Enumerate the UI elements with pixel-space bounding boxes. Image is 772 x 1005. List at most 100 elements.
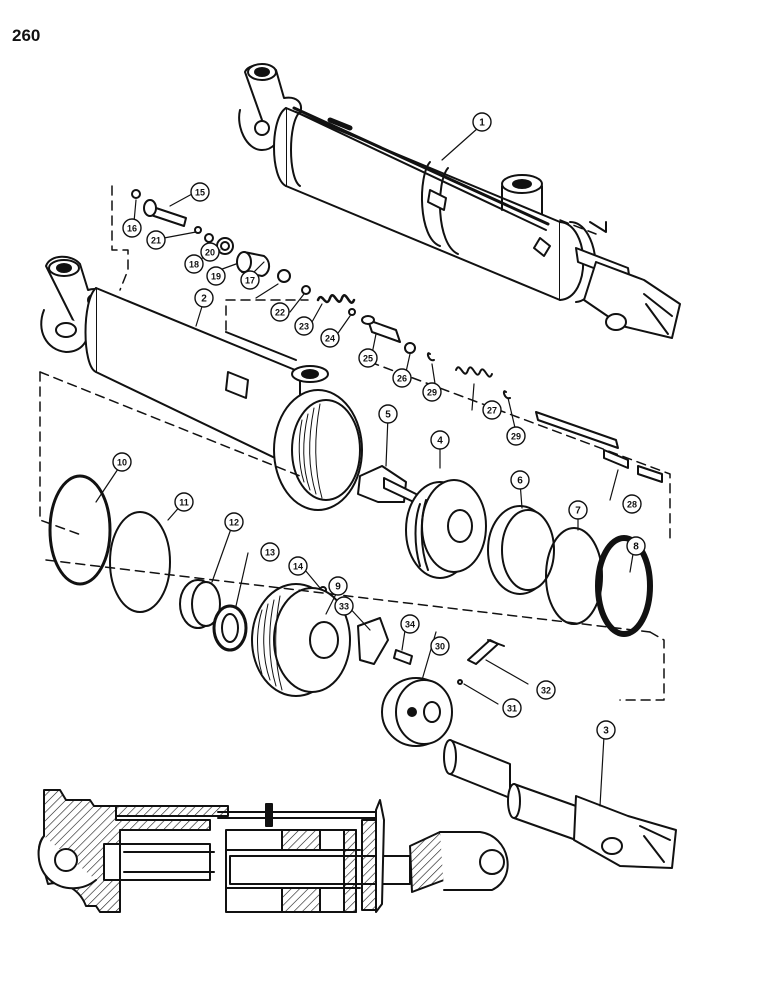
callout-label: 3 [603, 726, 609, 737]
callout-circle [240, 270, 260, 290]
callout-16: 16 [122, 218, 142, 238]
callout-label: 13 [265, 548, 275, 558]
callout-7: 7 [568, 500, 588, 520]
callout-label: 12 [229, 518, 239, 528]
callout-label: 23 [299, 322, 309, 332]
callout-label: 2 [201, 294, 207, 305]
callout-circle [392, 368, 412, 388]
callout-label: 29 [427, 388, 437, 398]
callout-circle [430, 430, 450, 450]
callout-17: 17 [240, 270, 260, 290]
assembled-cylinder [238, 63, 681, 339]
callout-label: 18 [189, 260, 199, 270]
callout-label: 31 [507, 704, 517, 714]
callout-circle [122, 218, 142, 238]
callout-33: 33 [334, 596, 354, 616]
callout-23: 23 [294, 316, 314, 336]
leader-lines [95, 127, 635, 807]
callout-label: 15 [195, 188, 205, 198]
callout-29b: 29 [506, 426, 526, 446]
callout-label: 28 [627, 500, 637, 510]
callout-8: 8 [626, 536, 646, 556]
callout-circle [482, 400, 502, 420]
callout-circle [260, 542, 280, 562]
callout-circle [200, 242, 220, 262]
callout-label: 30 [435, 642, 445, 652]
callout-label: 27 [487, 406, 497, 416]
callout-circle [430, 636, 450, 656]
cross-section-view [37, 789, 509, 913]
callout-circle [622, 494, 642, 514]
callout-14: 14 [288, 556, 308, 576]
callout-circle [206, 266, 226, 286]
callout-10: 10 [112, 452, 132, 472]
callout-18: 18 [184, 254, 204, 274]
callout-circle [194, 288, 214, 308]
callout-circle [400, 614, 420, 634]
cylinder-barrel [40, 255, 363, 511]
callout-31: 31 [502, 698, 522, 718]
callout-3: 3 [596, 720, 616, 740]
callout-circle [506, 426, 526, 446]
callout-26: 26 [392, 368, 412, 388]
callout-12: 12 [224, 512, 244, 532]
callout-circle [294, 316, 314, 336]
callout-circle [184, 254, 204, 274]
callout-2: 2 [194, 288, 214, 308]
callout-circle [190, 182, 210, 202]
callout-5: 5 [378, 404, 398, 424]
callout-label: 19 [211, 272, 221, 282]
callout-21: 21 [146, 230, 166, 250]
callout-label: 16 [127, 224, 137, 234]
callout-circle [378, 404, 398, 424]
callout-circle [328, 576, 348, 596]
callout-24: 24 [320, 328, 340, 348]
callout-6: 6 [510, 470, 530, 490]
callout-1: 1 [472, 112, 492, 132]
callout-label: 24 [325, 334, 335, 344]
callout-20: 20 [200, 242, 220, 262]
callout-22: 22 [270, 302, 290, 322]
callout-label: 22 [275, 308, 285, 318]
callout-label: 17 [245, 276, 255, 286]
callout-label: 10 [117, 458, 127, 468]
callout-circle [146, 230, 166, 250]
callout-circle [320, 328, 340, 348]
callout-27: 27 [482, 400, 502, 420]
callout-4: 4 [430, 430, 450, 450]
callout-circle [112, 452, 132, 472]
callout-circle [174, 492, 194, 512]
callout-label: 7 [575, 506, 581, 517]
callout-label: 25 [363, 354, 373, 364]
callout-34: 34 [400, 614, 420, 634]
callout-circle [334, 596, 354, 616]
callout-circle [270, 302, 290, 322]
callout-label: 6 [517, 476, 523, 487]
callout-label: 20 [205, 248, 215, 258]
page-number: 260 [12, 26, 41, 45]
dashed-guides [39, 185, 671, 701]
callout-label: 8 [633, 542, 639, 553]
callout-circle [422, 382, 442, 402]
callout-label: 11 [179, 498, 189, 508]
callout-label: 26 [397, 374, 407, 384]
callout-label: 9 [335, 582, 341, 593]
callout-19: 19 [206, 266, 226, 286]
callout-29a: 29 [422, 382, 442, 402]
callout-circle [536, 680, 556, 700]
piston-rod [443, 739, 677, 869]
callout-label: 1 [479, 118, 485, 129]
valve-parts [131, 189, 663, 483]
callout-label: 34 [405, 620, 415, 630]
callout-circle [510, 470, 530, 490]
callout-circle [358, 348, 378, 368]
callout-circle [288, 556, 308, 576]
callout-circle [596, 720, 616, 740]
callout-13: 13 [260, 542, 280, 562]
callout-30: 30 [430, 636, 450, 656]
callout-label: 32 [541, 686, 551, 696]
callout-label: 21 [151, 236, 161, 246]
